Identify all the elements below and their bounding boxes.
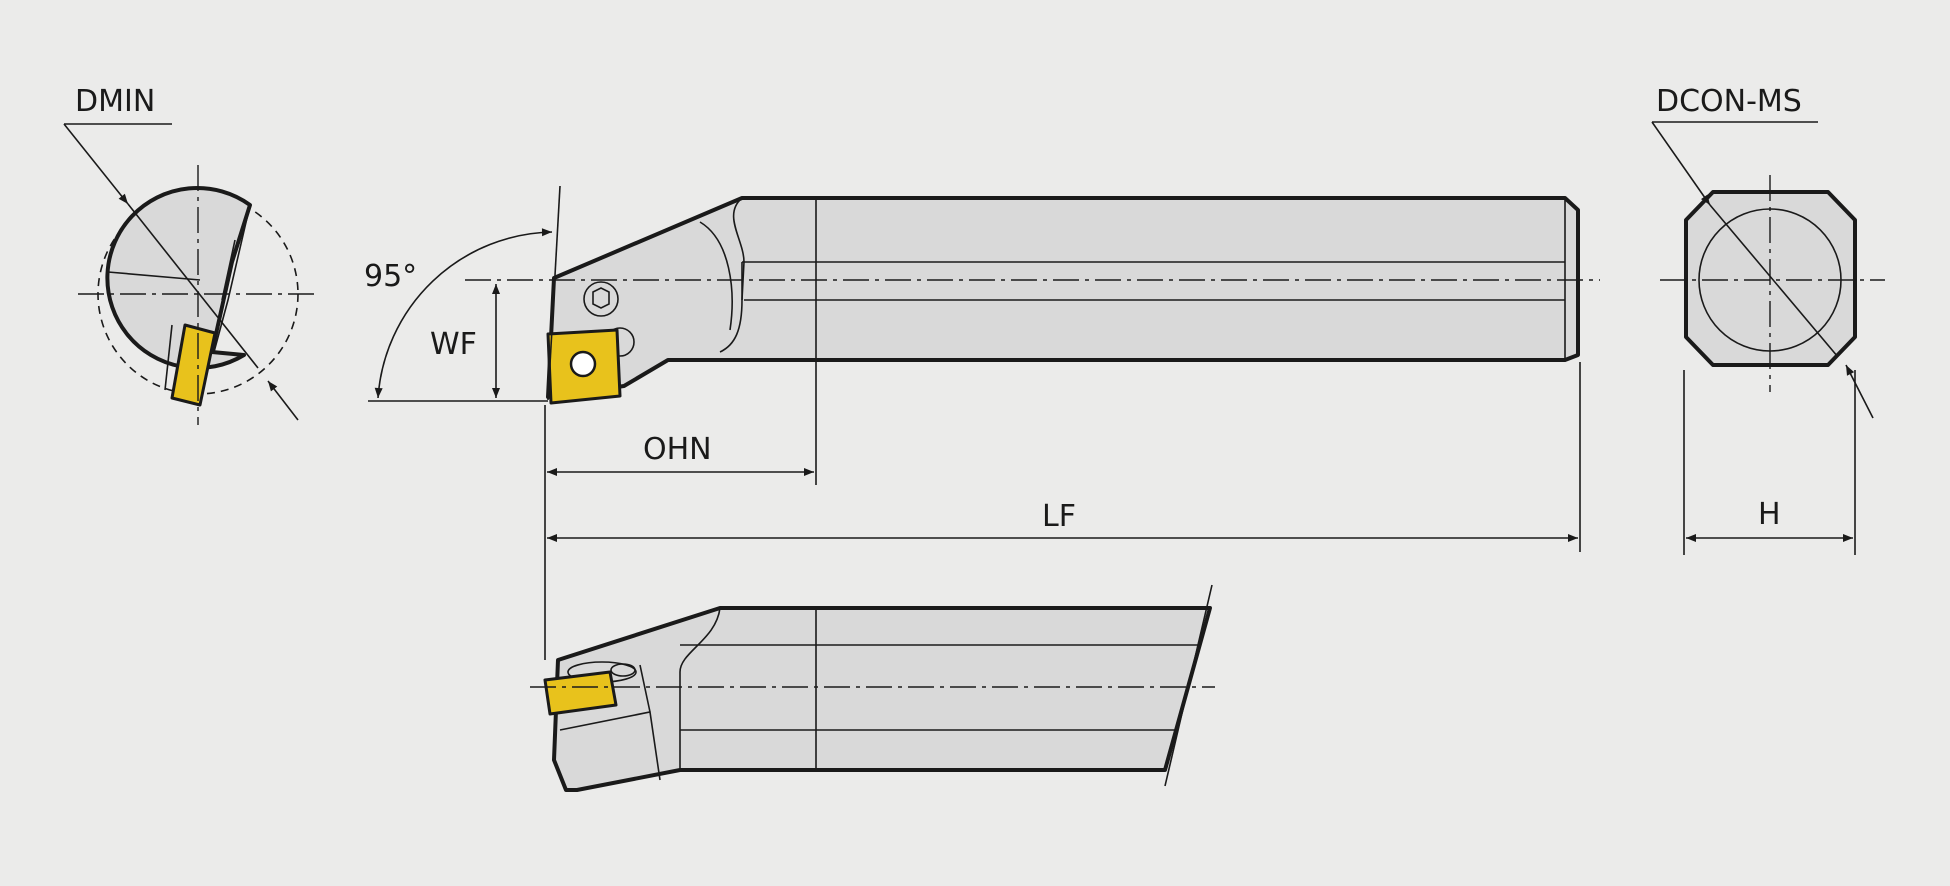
left-end-view: DMIN <box>63 84 318 425</box>
dcon-ms-label: DCON-MS <box>1656 84 1802 119</box>
ohn-label: OHN <box>643 432 712 467</box>
bottom-insert <box>543 670 618 716</box>
wf-label: WF <box>430 327 477 362</box>
h-label: H <box>1758 497 1781 532</box>
bottom-flat-lines <box>680 644 1198 731</box>
left-end-edge-line <box>221 239 236 301</box>
main-side-view: 95° WF <box>364 185 1600 405</box>
main-insert-hole <box>569 350 597 378</box>
bottom-head-contour <box>679 607 721 770</box>
dmin-leader-arrow <box>63 123 129 205</box>
dcon-diameter-line <box>1709 204 1839 358</box>
bottom-screw-socket <box>610 663 636 677</box>
angle-label: 95° <box>364 259 417 294</box>
dcon-outer-arrow <box>1845 364 1874 419</box>
left-end-flank-line <box>213 204 251 353</box>
dmin-label: DMIN <box>75 84 155 119</box>
angle-arc <box>374 228 553 399</box>
dmin-outer-arrow <box>267 380 299 421</box>
main-head-shoulder <box>699 221 733 331</box>
bottom-break-line <box>1164 584 1213 787</box>
left-end-seat-line <box>164 324 173 391</box>
bottom-head-facets <box>559 664 661 781</box>
main-bar-body <box>546 196 1580 399</box>
main-screw-head <box>583 281 619 317</box>
bottom-top-view <box>530 584 1215 792</box>
hex-socket-icon <box>592 287 610 309</box>
longitudinal-dimensions: OHN LF <box>544 362 1581 660</box>
dcon-leader-arrow <box>1651 121 1711 206</box>
left-end-clearance-line <box>107 271 201 281</box>
right-end-view: DCON-MS H <box>1651 84 1885 555</box>
bottom-bar-body <box>552 606 1212 792</box>
left-end-insert <box>170 323 217 407</box>
main-flat-lines <box>741 261 1565 301</box>
dmin-diameter-line <box>127 203 259 369</box>
lf-label: LF <box>1042 499 1076 534</box>
